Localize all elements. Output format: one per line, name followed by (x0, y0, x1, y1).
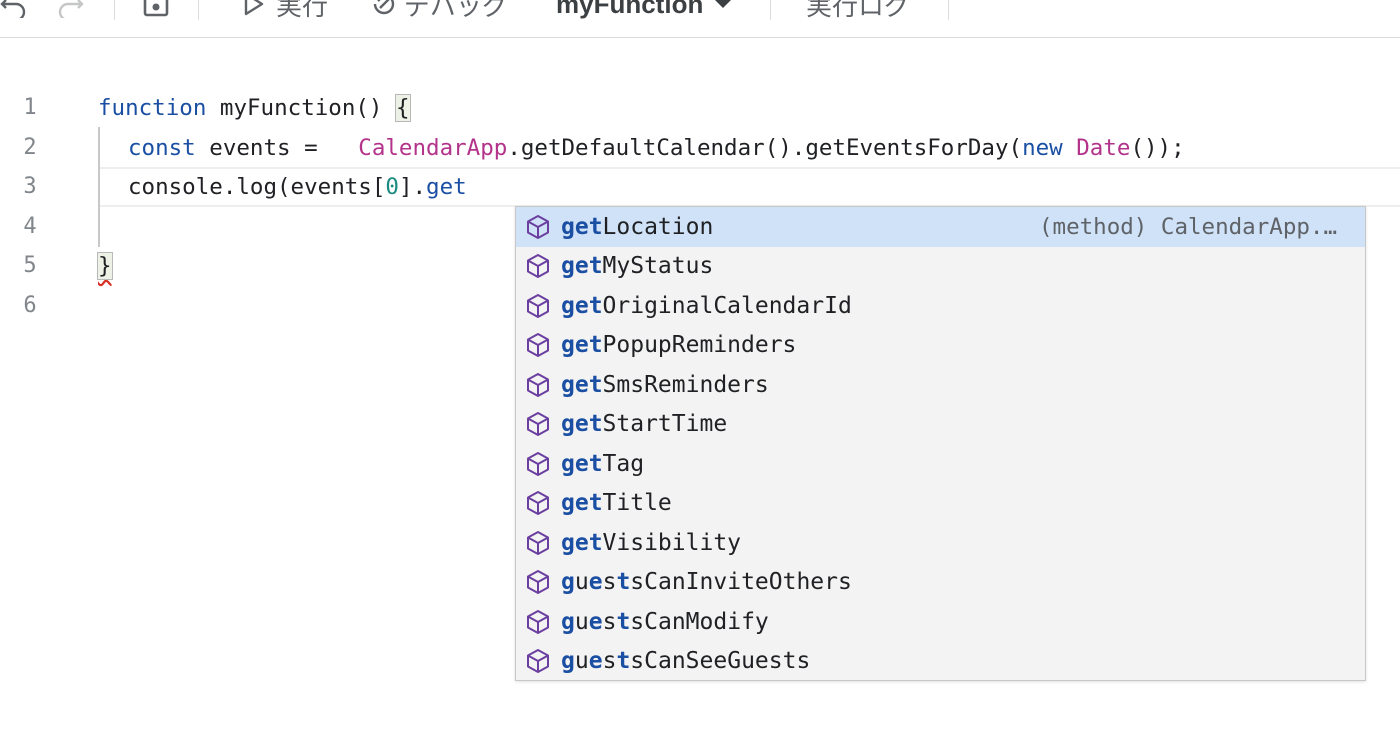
line-number: 6 (23, 293, 37, 318)
method-icon (524, 568, 552, 596)
method-icon (524, 647, 552, 675)
suggestion-label: getTitle (561, 490, 672, 517)
execution-log-button[interactable]: 実行ログ (806, 0, 910, 22)
suggestion-label: getOriginalCalendarId (561, 292, 852, 319)
suggestion-detail: (method) CalendarApp.… (1038, 213, 1337, 240)
code-line-5: } (97, 246, 113, 286)
run-button[interactable]: 実行 (240, 0, 328, 22)
suggestion-item[interactable]: getLocation (method) CalendarApp.… (516, 207, 1365, 247)
line-number: 5 (23, 253, 37, 278)
code-line-2: const events = CalendarApp.getDefaultCal… (128, 128, 1185, 168)
suggestion-label: guestsCanInviteOthers (561, 569, 852, 596)
code-editor[interactable]: 1 2 3 4 5 6 function myFunction() { cons… (0, 39, 1400, 746)
code-token: events = (195, 135, 359, 161)
suggestion-label: getTag (561, 450, 645, 477)
suggestion-item[interactable]: getPopupReminders (516, 326, 1365, 366)
function-select-value: myFunction (556, 0, 704, 19)
save-icon (142, 0, 170, 18)
run-icon (240, 0, 268, 18)
autocomplete-suggest-widget[interactable]: getLocation (method) CalendarApp.… getMy… (515, 206, 1366, 681)
method-icon (524, 252, 552, 280)
toolbar-divider (198, 0, 199, 20)
code-token: console.log(events[ (128, 174, 386, 200)
suggestion-label: getSmsReminders (561, 371, 769, 398)
suggestion-item[interactable]: guestsCanInviteOthers (516, 563, 1365, 603)
code-line-3: console.log(events[0].get (128, 167, 467, 207)
class-token: CalendarApp (358, 135, 508, 161)
class-token: Date (1076, 135, 1131, 161)
code-token (1063, 135, 1077, 161)
suggestion-item[interactable]: getTag (516, 444, 1365, 484)
suggestion-label: getMyStatus (561, 253, 714, 280)
keyword-token: const (128, 135, 196, 161)
method-icon (524, 292, 552, 320)
method-icon (524, 410, 552, 438)
suggestion-item[interactable]: guestsCanModify (516, 602, 1365, 642)
suggestion-item[interactable]: getTitle (516, 484, 1365, 524)
keyword-token: new (1022, 135, 1063, 161)
method-icon (524, 213, 552, 241)
debug-label: デバッグ (404, 0, 509, 21)
line-number: 1 (23, 95, 37, 120)
typed-token: get (426, 174, 467, 200)
number-token: 0 (385, 174, 399, 200)
code-token: myFunction() (206, 95, 397, 121)
matching-brace-open: { (395, 94, 411, 122)
line-number: 3 (23, 174, 37, 199)
code-token: ]. (398, 174, 427, 200)
toolbar-divider (770, 0, 771, 20)
run-label: 実行 (276, 0, 329, 21)
execution-log-label: 実行ログ (806, 0, 911, 21)
code-token: .getDefaultCalendar().getEventsForDay( (507, 135, 1023, 161)
method-icon (524, 450, 552, 478)
suggestion-label: getVisibility (561, 529, 742, 556)
debug-icon (370, 0, 398, 18)
suggestion-item[interactable]: getStartTime (516, 405, 1365, 445)
method-icon (524, 489, 552, 517)
line-number: 2 (23, 135, 37, 160)
code-token: ()); (1130, 135, 1185, 161)
save-button[interactable] (142, 0, 170, 22)
undo-icon (0, 0, 28, 18)
suggestion-item[interactable]: getVisibility (516, 523, 1365, 563)
suggestion-label: guestsCanModify (561, 608, 769, 635)
method-icon (524, 371, 552, 399)
suggestion-label: getLocation (561, 213, 714, 240)
suggestion-item[interactable]: getMyStatus (516, 247, 1365, 287)
matching-brace-close: } (97, 252, 113, 280)
debug-button[interactable]: デバッグ (370, 0, 508, 22)
toolbar-divider (114, 0, 115, 20)
undo-button[interactable] (0, 0, 28, 22)
method-icon (524, 608, 552, 636)
suggestion-item[interactable]: getSmsReminders (516, 365, 1365, 405)
method-icon (524, 331, 552, 359)
suggestion-item[interactable]: getOriginalCalendarId (516, 286, 1365, 326)
redo-button[interactable] (56, 0, 84, 22)
method-icon (524, 529, 552, 557)
function-select[interactable]: myFunction (556, 0, 737, 22)
line-number: 4 (23, 214, 37, 239)
dropdown-icon (709, 0, 737, 18)
editor-toolbar: 実行 デバッグ myFunction 実行ログ (0, 0, 1400, 38)
suggestion-label: guestsCanSeeGuests (561, 648, 811, 675)
suggestion-label: getPopupReminders (561, 332, 797, 359)
redo-icon (56, 0, 84, 18)
indent-guide (98, 127, 100, 247)
code-line-1: function myFunction() { (98, 88, 411, 128)
suggestion-label: getStartTime (561, 411, 728, 438)
keyword-token: function (98, 95, 207, 121)
suggestion-item[interactable]: guestsCanSeeGuests (516, 642, 1365, 682)
toolbar-divider (948, 0, 949, 20)
